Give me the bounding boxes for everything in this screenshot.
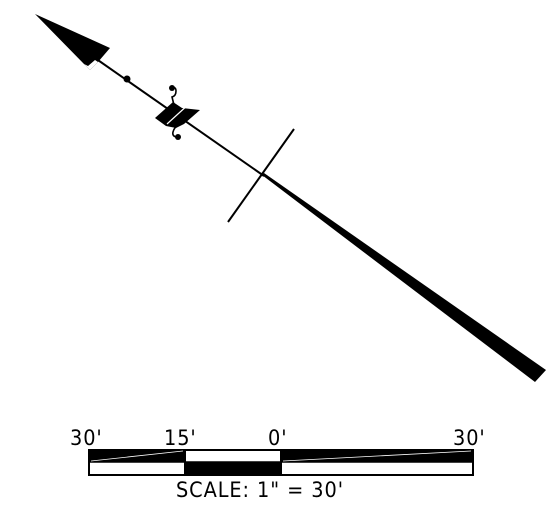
north-arrow-head-notch <box>84 60 98 70</box>
scale-tick-label-0: 0' <box>268 426 288 450</box>
scale-tick-label-15: 15' <box>164 426 197 450</box>
scale-bar-segment-2 <box>185 462 281 475</box>
scale-tick-label-right-30: 30' <box>453 426 486 450</box>
scale-bar-hatch-1 <box>90 450 184 462</box>
scale-bar <box>88 449 474 476</box>
north-arrow-tail <box>262 173 546 382</box>
hook-bottom-dot <box>175 134 181 140</box>
north-symbol-hook-bottom <box>172 125 178 138</box>
scale-tick-label-left-30: 30' <box>70 426 103 450</box>
north-arrow-head <box>35 14 110 70</box>
north-arrow-crossbar <box>227 128 295 223</box>
shaft-dot <box>123 75 131 83</box>
scale-bar-hatch-2 <box>282 450 472 462</box>
north-arrow <box>35 14 546 382</box>
north-symbol-stroke <box>166 102 191 125</box>
hook-top-dot <box>169 85 175 91</box>
scale-caption: SCALE: 1" = 30' <box>176 478 344 502</box>
